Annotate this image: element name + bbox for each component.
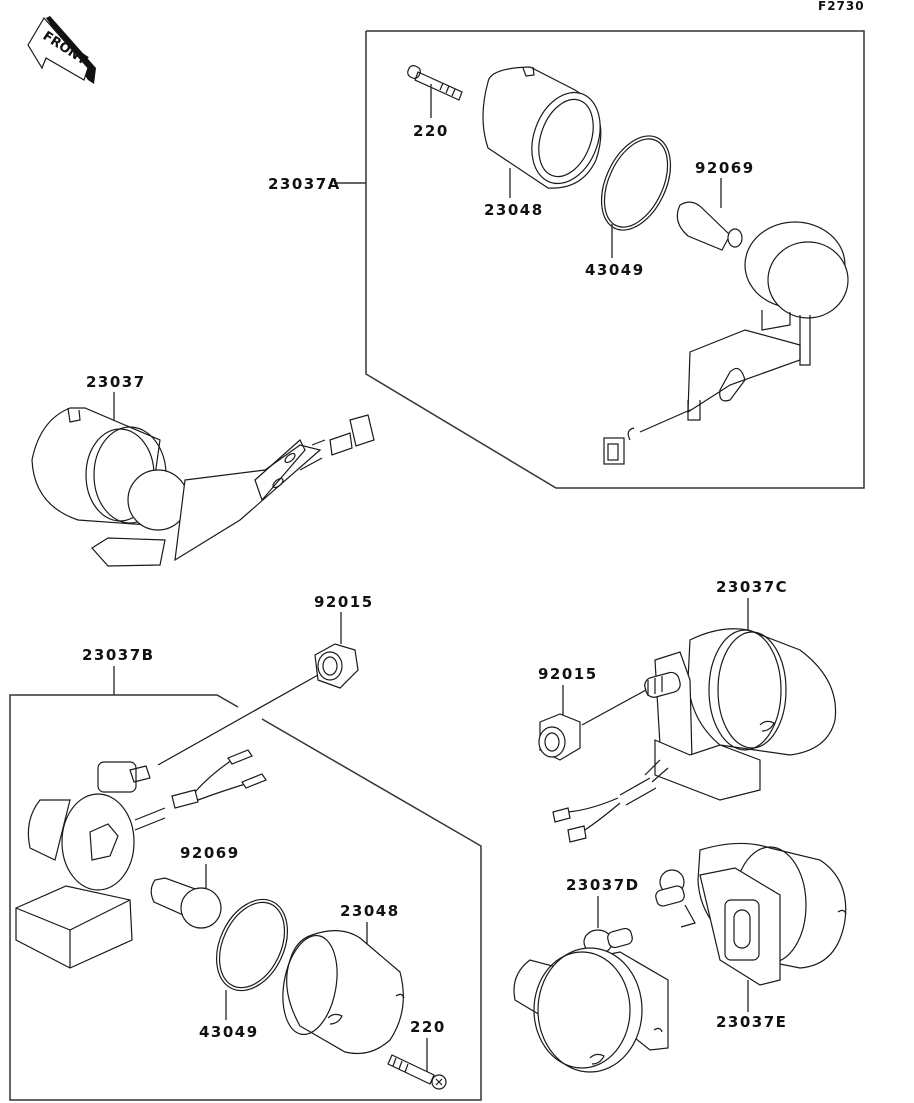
wire-harness-23037c	[552, 759, 669, 843]
gasket-43049-b[interactable]	[203, 888, 302, 1002]
bulb-92069-a[interactable]	[676, 201, 743, 251]
lamp-body-23037a[interactable]	[603, 221, 849, 465]
callout-92015-c[interactable]: 92015	[538, 665, 598, 683]
nut-92015-c[interactable]	[538, 713, 581, 761]
callout-23037d[interactable]: 23037D	[566, 876, 640, 894]
callout-23048-a[interactable]: 23048	[484, 201, 544, 219]
screw-220-b[interactable]	[387, 1054, 447, 1090]
kit-box-23037b	[9, 694, 482, 1101]
lens-23048-b[interactable]	[276, 930, 405, 1055]
callout-23048-b[interactable]: 23048	[340, 902, 400, 920]
figure-id: F2730	[818, 0, 865, 13]
callout-43049-a[interactable]: 43049	[585, 261, 645, 279]
callout-92069-b[interactable]: 92069	[180, 844, 240, 862]
lamp-body-23037b[interactable]	[15, 749, 267, 969]
nut-92015-top[interactable]	[314, 643, 359, 689]
callout-23037e[interactable]: 23037E	[716, 1013, 787, 1031]
callout-220-a[interactable]: 220	[413, 122, 449, 140]
lens-23048-a[interactable]	[482, 66, 612, 193]
lamp-assembly-23037[interactable]	[31, 407, 375, 567]
callout-92015-top[interactable]: 92015	[314, 593, 374, 611]
front-arrow-icon: FRONT	[27, 16, 96, 84]
screw-220-a[interactable]	[406, 64, 463, 101]
callout-23037a[interactable]: 23037A	[268, 175, 341, 193]
kit-box-23037a	[334, 30, 865, 489]
callout-92069-a[interactable]: 92069	[695, 159, 755, 177]
callout-220-b[interactable]: 220	[410, 1018, 446, 1036]
lamp-assembly-23037d[interactable]	[513, 927, 669, 1073]
bulb-92069-b[interactable]	[150, 877, 222, 929]
lamp-assembly-23037e[interactable]	[654, 842, 847, 986]
callout-23037b[interactable]: 23037B	[82, 646, 155, 664]
lamp-assembly-23037c[interactable]	[643, 628, 837, 801]
callout-23037[interactable]: 23037	[86, 373, 146, 391]
callout-43049-b[interactable]: 43049	[199, 1023, 259, 1041]
callout-23037c[interactable]: 23037C	[716, 578, 788, 596]
gasket-43049-a[interactable]	[588, 125, 685, 241]
